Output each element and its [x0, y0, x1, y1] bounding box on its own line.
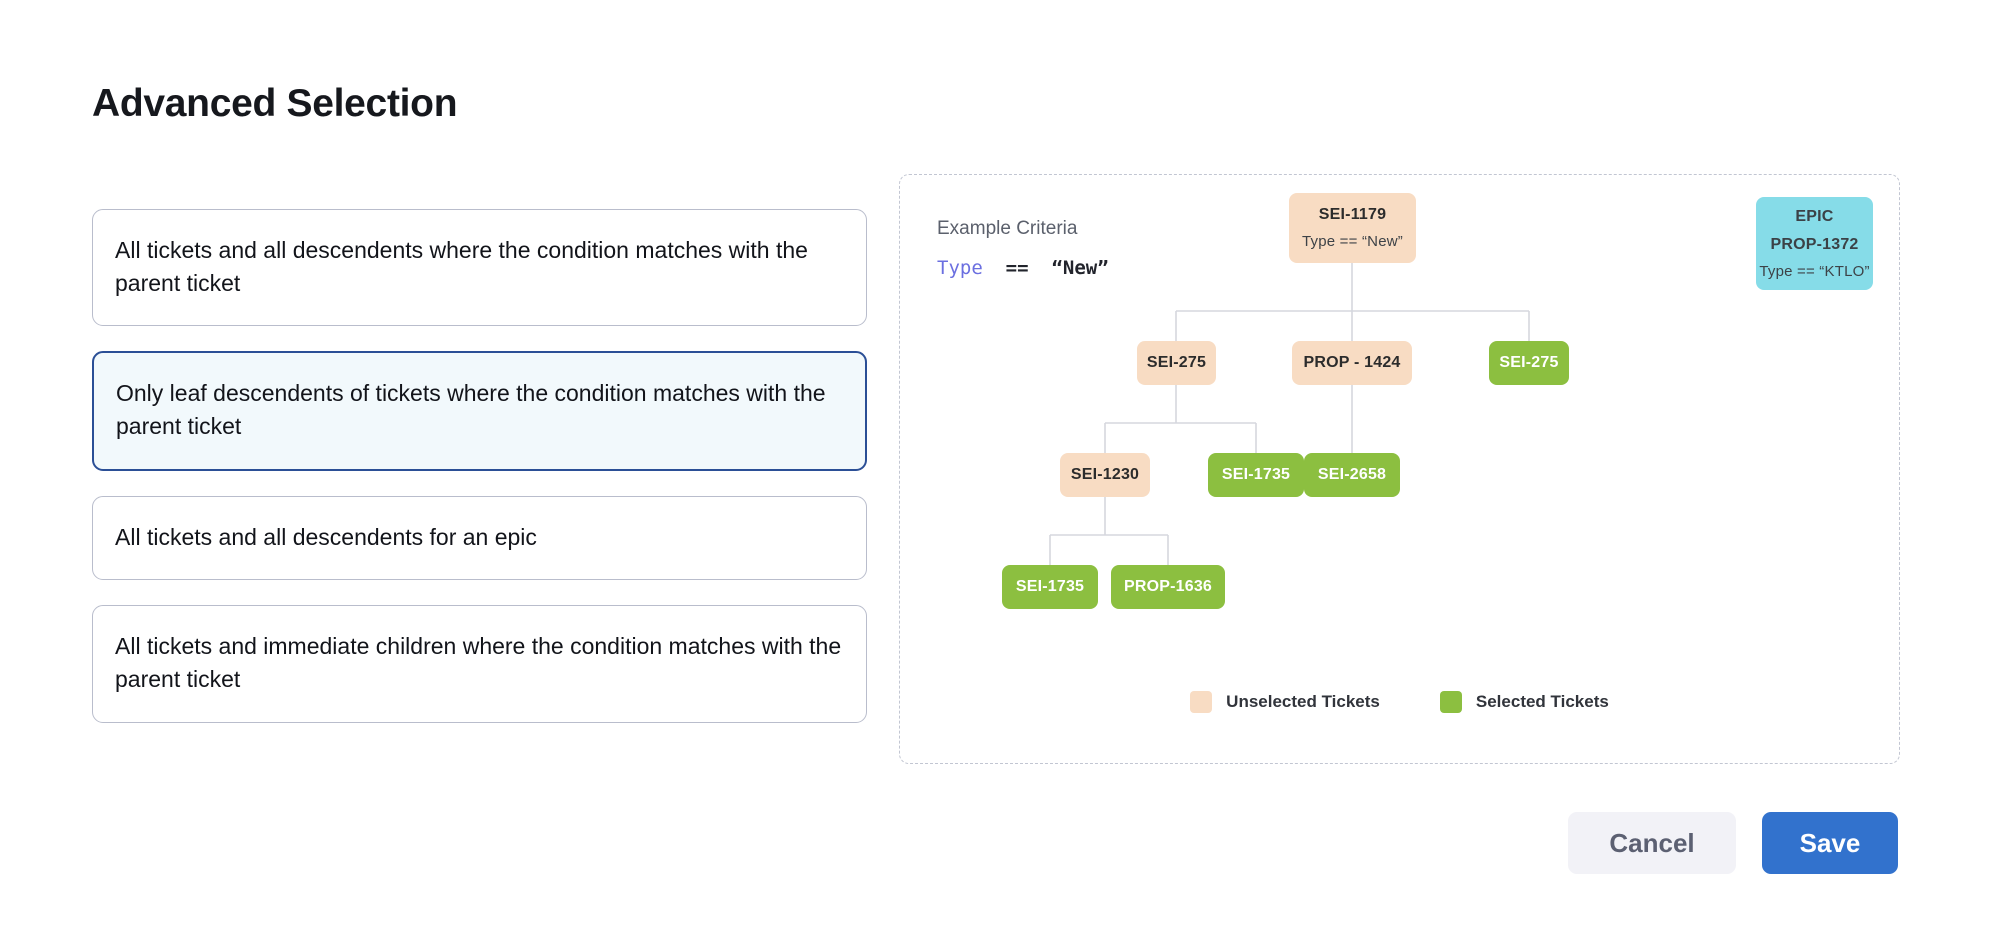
example-diagram-panel: Example Criteria Type == “New” [899, 174, 1900, 764]
legend-label: Selected Tickets [1475, 692, 1609, 711]
option-label: All tickets and immediate children where… [115, 633, 842, 692]
node-sei-1735-row3[interactable]: SEI-1735 [1208, 453, 1304, 497]
selection-options-list: All tickets and all descendents where th… [92, 209, 867, 723]
criteria-expression: Type == “New” [937, 257, 1109, 279]
dialog-footer: Cancel Save [1568, 812, 1898, 874]
node-title: SEI-275 [1499, 354, 1559, 371]
page-title: Advanced Selection [92, 82, 458, 126]
node-sei-275-selected[interactable]: SEI-275 [1489, 341, 1569, 385]
epic-condition: Type == “KTLO” [1759, 262, 1870, 280]
option-all-descendents-condition[interactable]: All tickets and all descendents where th… [92, 209, 867, 327]
option-label: All tickets and all descendents where th… [115, 237, 808, 296]
node-prop-1636[interactable]: PROP-1636 [1111, 565, 1225, 609]
node-sei-1179[interactable]: SEI-1179 Type == “New” [1289, 193, 1416, 263]
node-sei-2658[interactable]: SEI-2658 [1304, 453, 1400, 497]
node-sei-1735-row4[interactable]: SEI-1735 [1002, 565, 1098, 609]
node-title: SEI-1179 [1318, 206, 1387, 223]
legend-item-selected: Selected Tickets [1439, 691, 1609, 713]
diagram-legend: Unselected Tickets Selected Tickets [900, 691, 1899, 713]
tree-connectors [1049, 263, 1530, 565]
node-sei-275-row2[interactable]: SEI-275 [1137, 341, 1216, 385]
cancel-button[interactable]: Cancel [1568, 812, 1736, 874]
option-only-leaf-descendents-condition[interactable]: Only leaf descendents of tickets where t… [92, 351, 867, 471]
node-title: SEI-275 [1146, 354, 1207, 371]
option-all-descendents-epic[interactable]: All tickets and all descendents for an e… [92, 495, 867, 581]
criteria-operator: == [1005, 257, 1029, 279]
node-prop-1424[interactable]: PROP - 1424 [1292, 341, 1412, 385]
criteria-value: “New” [1051, 257, 1109, 279]
node-title: SEI-1230 [1070, 466, 1140, 483]
node-sei-1230[interactable]: SEI-1230 [1060, 453, 1150, 497]
criteria-field: Type [937, 257, 983, 279]
node-title: SEI-2658 [1317, 466, 1387, 483]
legend-swatch-unselected-icon [1190, 691, 1213, 713]
legend-label: Unselected Tickets [1226, 692, 1380, 711]
node-title: SEI-1735 [1221, 466, 1291, 483]
node-epic-prop-1372[interactable]: EPIC PROP-1372 Type == “KTLO” [1756, 197, 1873, 290]
save-button[interactable]: Save [1762, 812, 1898, 874]
criteria-label: Example Criteria [937, 218, 1078, 239]
option-immediate-children-condition[interactable]: All tickets and immediate children where… [92, 605, 867, 723]
node-subtitle: Type == “New” [1302, 233, 1403, 250]
node-title: PROP-1636 [1123, 578, 1213, 595]
legend-item-unselected: Unselected Tickets [1190, 691, 1380, 713]
option-label: Only leaf descendents of tickets where t… [116, 380, 826, 439]
epic-kind: EPIC [1795, 207, 1834, 225]
node-title: SEI-1735 [1015, 578, 1085, 595]
epic-key: PROP-1372 [1770, 235, 1859, 253]
legend-swatch-selected-icon [1439, 691, 1462, 713]
option-label: All tickets and all descendents for an e… [115, 523, 537, 550]
node-title: PROP - 1424 [1303, 354, 1401, 371]
